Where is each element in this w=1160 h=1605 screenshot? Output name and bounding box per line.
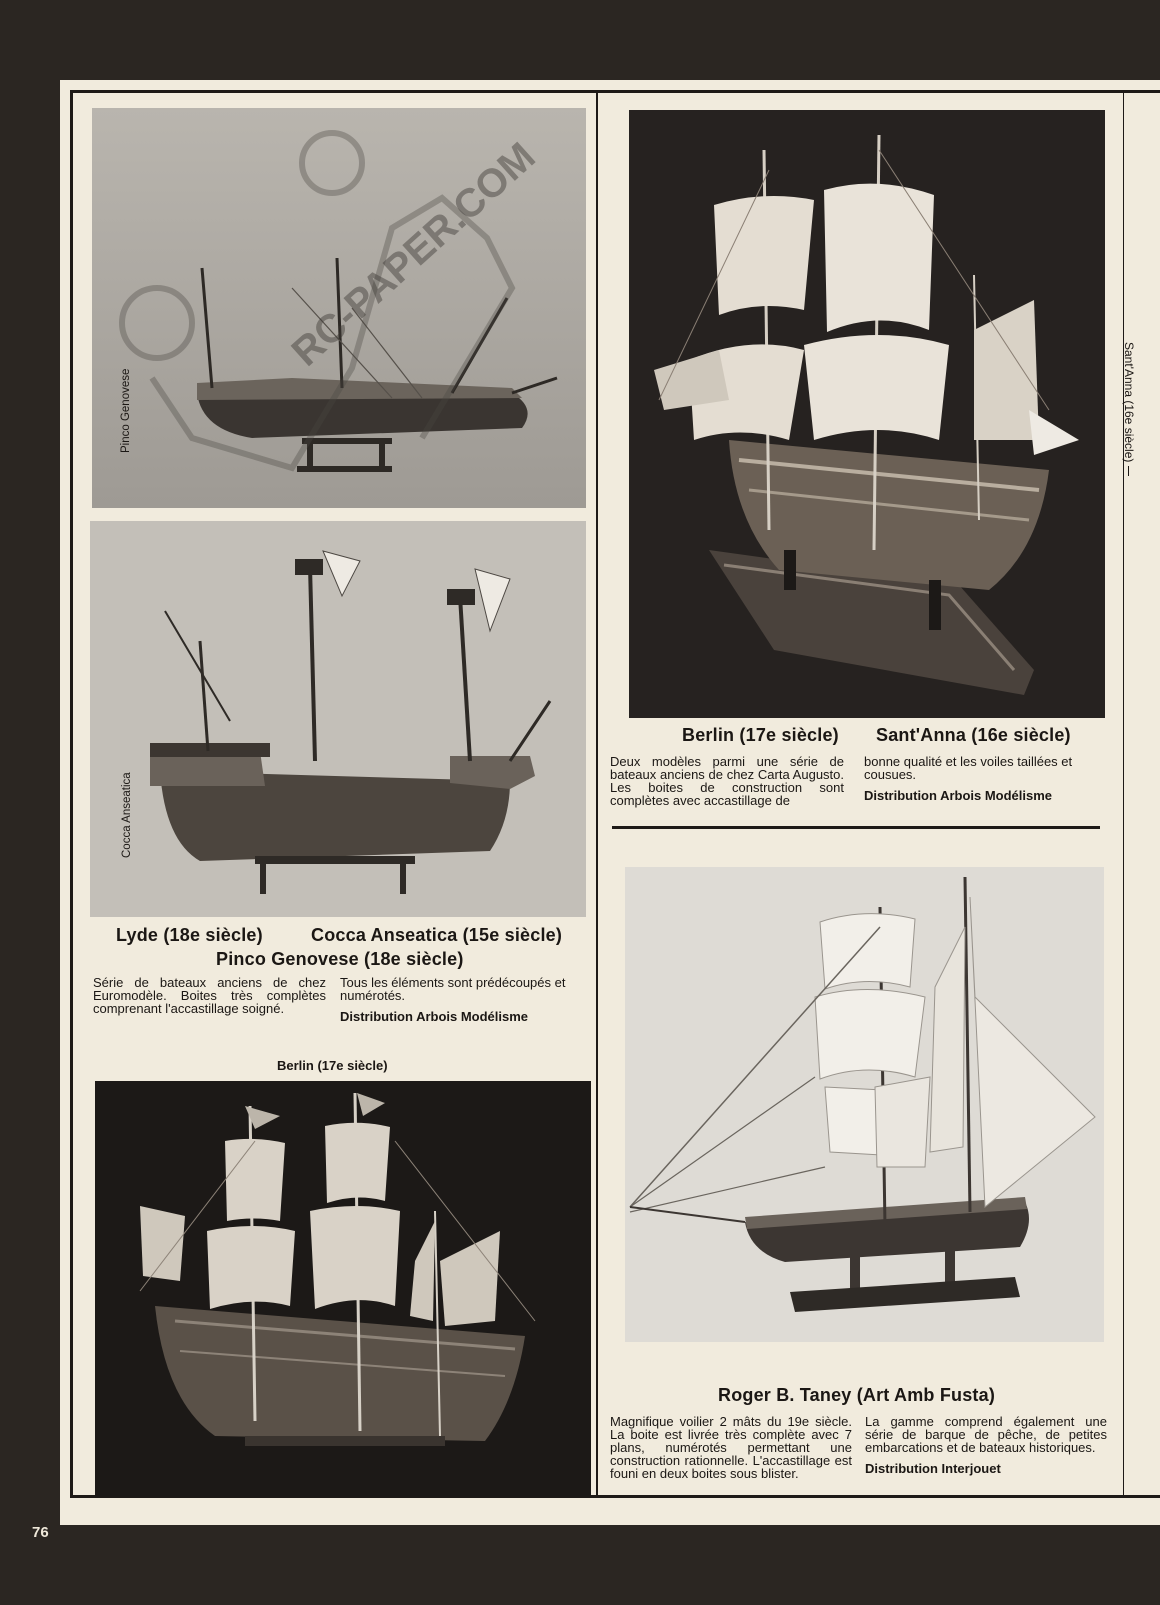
photo-cocca-anseatica xyxy=(90,521,586,917)
taney-text-col1: Magnifique voilier 2 mâts du 19e siècle.… xyxy=(610,1415,852,1480)
euromodele-distribution: Distribution Arbois Modélisme xyxy=(340,1009,529,1024)
section-divider-rule xyxy=(612,826,1100,829)
photo-pinco-genovese: RC-PAPER.COM xyxy=(92,108,586,508)
carta-paragraph-2: bonne qualité et les voiles taillées et … xyxy=(864,754,1073,782)
heading-pinco-genovese: Pinco Genovese (18e siècle) xyxy=(216,949,464,969)
taney-paragraph-2: La gamme comprend également une série de… xyxy=(865,1414,1107,1455)
heading-cocca-anseatica: Cocca Anseatica (15e siècle) xyxy=(311,925,563,945)
carta-distribution: Distribution Arbois Modélisme xyxy=(864,788,1053,803)
side-label-text: Sant'Anna (16e siècle) xyxy=(1122,342,1136,463)
right-margin-rule xyxy=(1123,93,1124,1495)
frame-top-rule xyxy=(70,90,1160,93)
taney-text-col2: La gamme comprend également une série de… xyxy=(865,1415,1107,1475)
frame-bottom-rule xyxy=(70,1495,1160,1498)
heading-roger-b-taney: Roger B. Taney (Art Amb Fusta) xyxy=(718,1385,996,1405)
carta-paragraph: Deux modèles parmi une série de bateaux … xyxy=(610,754,844,808)
frame-left-rule xyxy=(70,90,73,1498)
column-divider xyxy=(596,93,598,1495)
photo-label-cocca: Cocca Anseatica xyxy=(121,772,133,858)
photo-berlin xyxy=(95,1081,591,1497)
taney-paragraph: Magnifique voilier 2 mâts du 19e siècle.… xyxy=(610,1414,852,1481)
photo-roger-b-taney xyxy=(625,867,1104,1342)
euromodele-paragraph: Série de bateaux anciens de chez Euromod… xyxy=(93,975,326,1016)
berlin-photo-caption: Berlin (17e siècle) xyxy=(277,1058,388,1073)
side-label-sant-anna: Sant'Anna (16e siècle) xyxy=(1122,342,1136,477)
photo-sant-anna xyxy=(629,110,1105,718)
carta-text-col2: bonne qualité et les voiles taillées et … xyxy=(864,755,1106,802)
magazine-page: RC-PAPER.COM Pinco Genovese Cocca Anseat… xyxy=(60,80,1160,1525)
taney-distribution: Distribution Interjouet xyxy=(865,1461,1001,1476)
heading-sant-anna: Sant'Anna (16e siècle) xyxy=(876,725,1071,745)
photo-label-pinco: Pinco Genovese xyxy=(120,368,132,453)
euromodele-text-col2: Tous les éléments sont prédécoupés et nu… xyxy=(340,976,590,1023)
carta-text-col1: Deux modèles parmi une série de bateaux … xyxy=(610,755,844,807)
page-number: 76 xyxy=(32,1524,49,1541)
heading-berlin: Berlin (17e siècle) xyxy=(682,725,839,745)
heading-lyde: Lyde (18e siècle) xyxy=(116,925,263,945)
euromodele-paragraph-2: Tous les éléments sont prédécoupés et nu… xyxy=(340,975,566,1003)
euromodele-text-col1: Série de bateaux anciens de chez Euromod… xyxy=(93,976,326,1015)
